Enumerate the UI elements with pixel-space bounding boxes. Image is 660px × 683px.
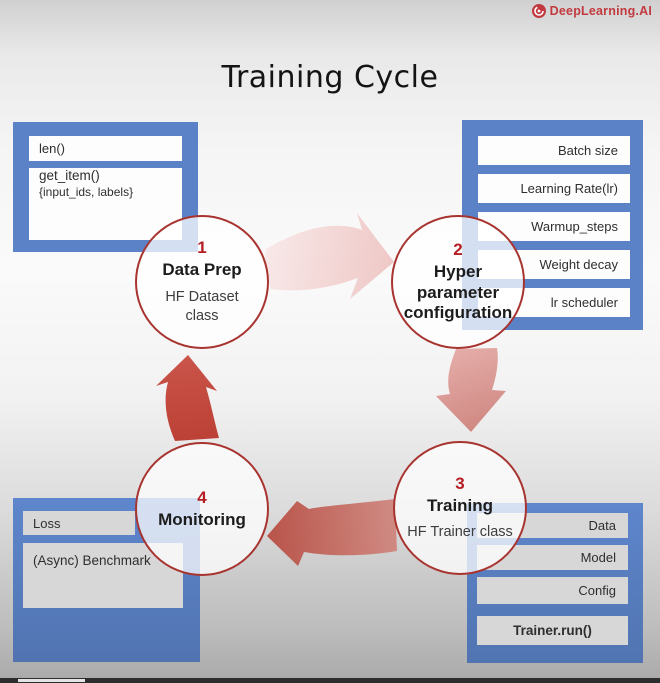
bottom-edge-bar <box>0 678 660 683</box>
dataset-method-len: len() <box>29 136 182 161</box>
step-number: 3 <box>455 473 465 493</box>
cycle-step-1-data-prep: 1 Data Prep HF Dataset class <box>135 215 269 349</box>
hyperparam-item-warmup-steps: Warmup_steps <box>478 212 630 241</box>
deeplearning-logo-icon <box>531 4 546 18</box>
bottom-edge-segment <box>18 679 85 682</box>
dataset-method-getitem: get_item() {input_ids, labels} <box>29 168 182 240</box>
cycle-step-4-monitoring: 4 Monitoring <box>135 442 269 576</box>
step-title: Training <box>426 495 494 515</box>
step-subtitle: HF Trainer class <box>407 524 513 541</box>
step-title: Hyper parameter configuration <box>403 261 513 323</box>
cycle-step-2-hyperparameter-configuration: 2 Hyper parameter configuration <box>391 215 525 349</box>
arrow-step4-to-step1 <box>156 355 219 441</box>
page-title: Training Cycle <box>221 60 439 95</box>
brand-logo: DeepLearning.AI <box>531 4 652 18</box>
hyperparam-item-learning-rate: Learning Rate(lr) <box>478 174 630 203</box>
trainer-item-config: Config <box>477 577 628 604</box>
step-number: 2 <box>453 239 463 259</box>
step-title: Monitoring <box>158 509 246 529</box>
step-number: 1 <box>197 238 207 258</box>
getitem-detail: {input_ids, labels} <box>39 184 134 199</box>
monitoring-item-loss: Loss <box>23 511 135 535</box>
arrow-step1-to-step2 <box>265 213 394 299</box>
getitem-label: get_item() <box>39 168 100 183</box>
arrow-step3-to-step4 <box>267 499 397 566</box>
trainer-item-run: Trainer.run() <box>477 616 628 645</box>
step-subtitle: HF Dataset class <box>165 289 239 324</box>
step-number: 4 <box>197 487 207 507</box>
hyperparam-item-batch-size: Batch size <box>478 136 630 165</box>
arrow-step2-to-step3 <box>436 348 506 432</box>
step-title: Data Prep <box>162 260 242 280</box>
cycle-step-3-training: 3 Training HF Trainer class <box>393 441 527 575</box>
brand-name: DeepLearning.AI <box>549 4 652 18</box>
